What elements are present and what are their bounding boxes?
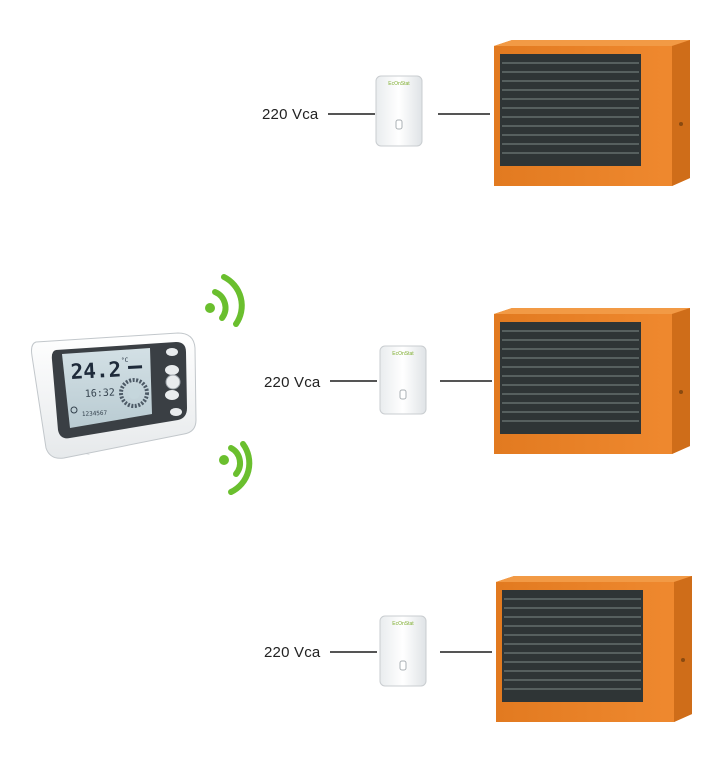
- voltage-label: 220 Vca: [264, 374, 320, 391]
- svg-text:EcOnStat: EcOnStat: [392, 351, 414, 357]
- thermostat-device: 24.2 °C 16:32 1234567: [32, 333, 197, 458]
- button-ok: [166, 375, 180, 389]
- wireless-signal-icon: [219, 444, 249, 492]
- row-1: EcOnStat: [328, 40, 690, 186]
- lcd-time: 16:32: [85, 387, 116, 400]
- voltage-label: 220 Vca: [264, 644, 320, 661]
- heater-unit: [496, 576, 692, 722]
- lcd-unit: °C: [121, 357, 129, 364]
- row-3: EcOnStat: [330, 576, 692, 722]
- lcd-days: 1234567: [82, 410, 108, 418]
- receiver-brand: EcOnStat: [388, 81, 410, 87]
- heater-unit: [494, 40, 690, 186]
- button-down: [165, 390, 179, 400]
- receiver-device: EcOnStat: [380, 346, 426, 414]
- svg-text:EcOnStat: EcOnStat: [392, 621, 414, 627]
- voltage-label: 220 Vca: [262, 106, 318, 123]
- lcd-temperature: 24.2: [70, 357, 122, 384]
- heater-unit: [494, 308, 690, 454]
- receiver-device: EcOnStat: [376, 76, 422, 146]
- row-2: EcOnStat: [330, 308, 690, 454]
- button-bottom: [170, 408, 182, 416]
- button-up: [165, 365, 179, 375]
- receiver-device: EcOnStat: [380, 616, 426, 686]
- button-top: [166, 348, 178, 356]
- wireless-signal-icon: [205, 277, 242, 324]
